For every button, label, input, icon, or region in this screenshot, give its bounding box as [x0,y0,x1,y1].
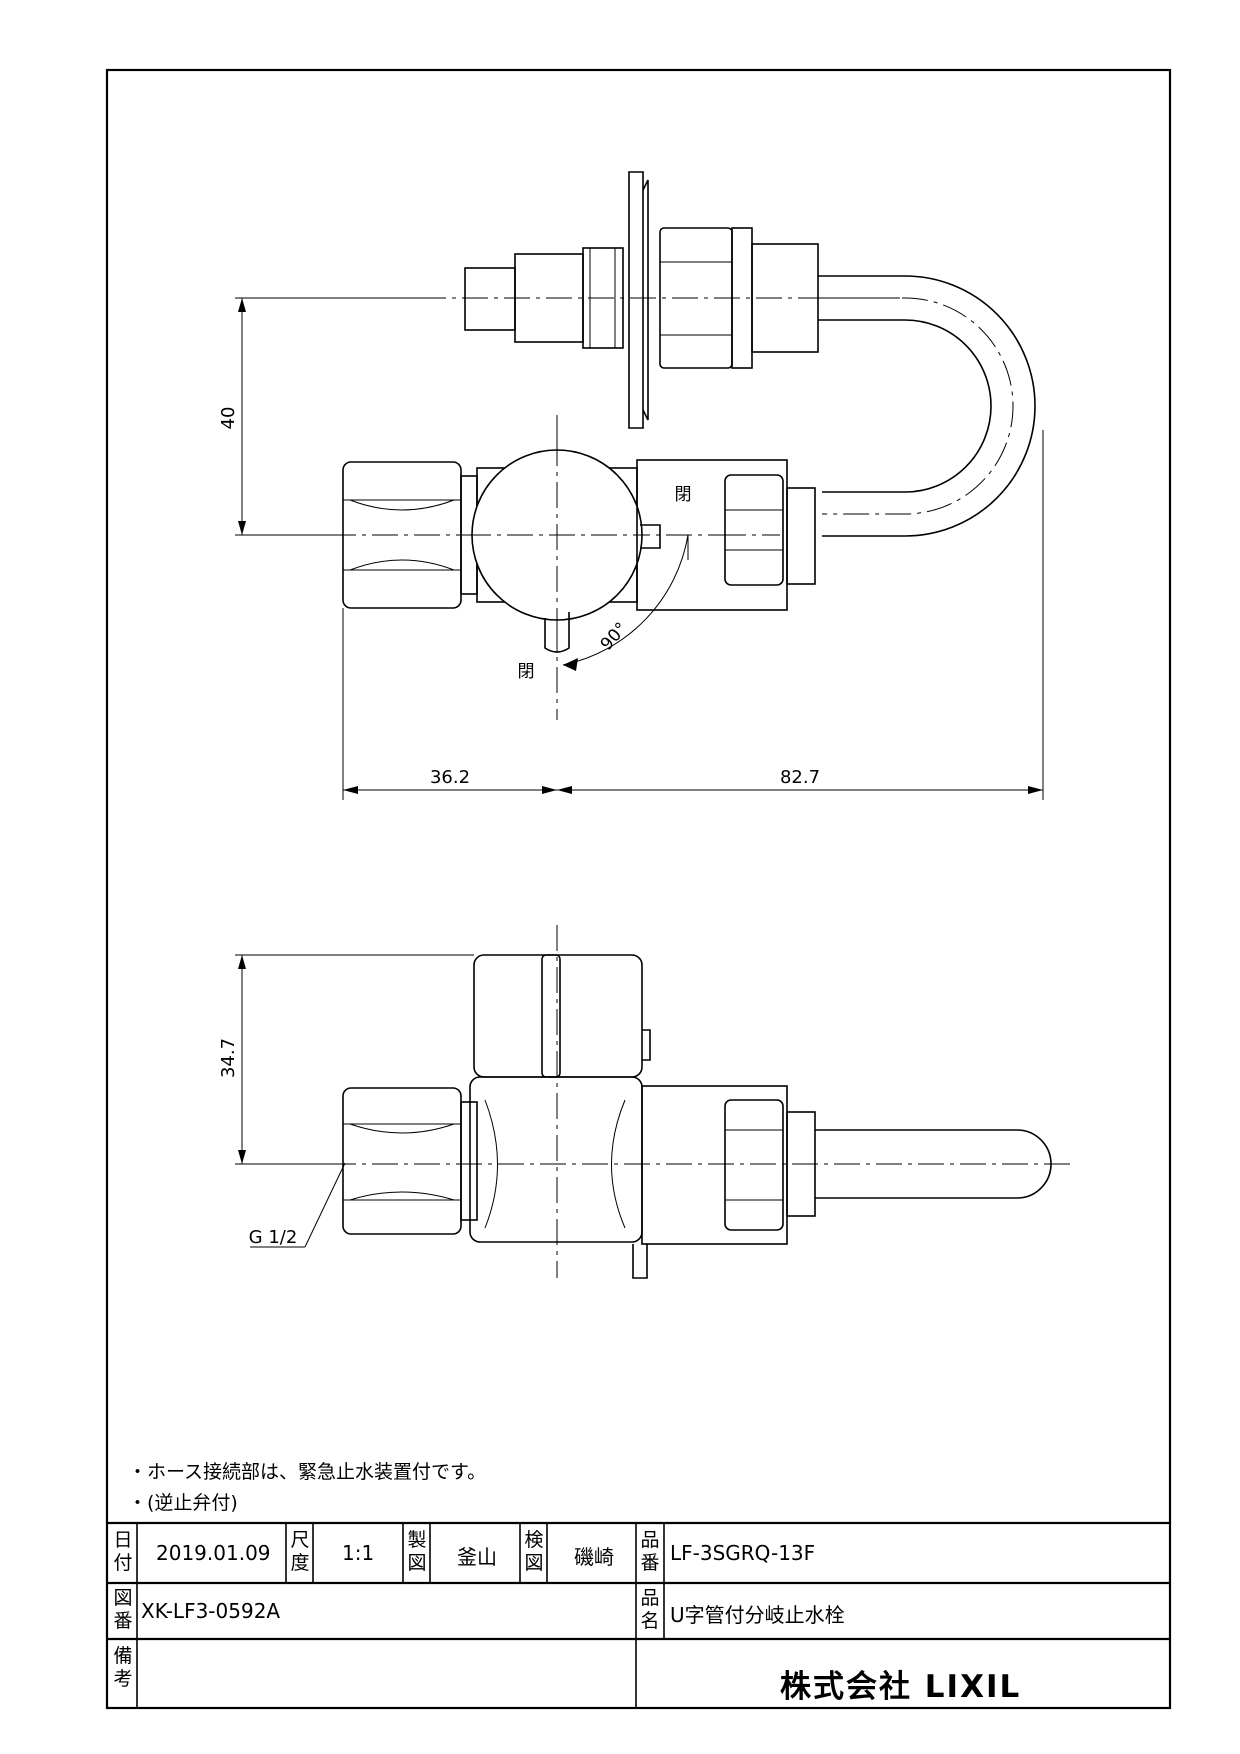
dim-36-2-label: 36.2 [430,767,470,788]
checker-value: 磯崎 [574,1545,614,1569]
date-value: 2019.01.09 [156,1541,271,1565]
scale-value: 1:1 [342,1541,375,1565]
drawing-no-label: 図番 [113,1587,133,1632]
note-1: ・ホース接続部は、緊急止水装置付です。 [128,1461,487,1483]
part-name-label: 品名 [640,1587,660,1632]
company-logo: 株式会社 LIXIL [780,1669,1022,1705]
closed-label-upper: 閉 [675,485,692,505]
part-name-value: U字管付分岐止水栓 [670,1603,845,1627]
dim-82-7-label: 82.7 [780,767,820,788]
closed-label-lower: 閉 [518,662,535,682]
scale-label: 尺度 [290,1529,310,1574]
angle-90-label: 90° [597,619,632,655]
drafter-label: 製図 [407,1529,427,1574]
remarks-label: 備考 [113,1645,133,1690]
part-no-label: 品番 [640,1529,660,1574]
drafter-value: 釜山 [457,1545,497,1569]
title-block [107,1521,1170,1708]
drawing-no-value: XK-LF3-0592A [141,1599,281,1623]
top-view [235,171,1044,800]
part-no-value: LF-3SGRQ-13F [670,1541,816,1565]
dim-34-7-label: 34.7 [218,1038,239,1078]
side-view [235,925,1075,1279]
note-2: ・(逆止弁付) [128,1492,238,1514]
thread-label: G 1/2 [249,1227,298,1248]
date-label: 日付 [113,1529,133,1574]
checker-label: 検図 [524,1529,544,1574]
dim-40-label: 40 [218,407,239,430]
drawing-frame [105,68,1172,1710]
